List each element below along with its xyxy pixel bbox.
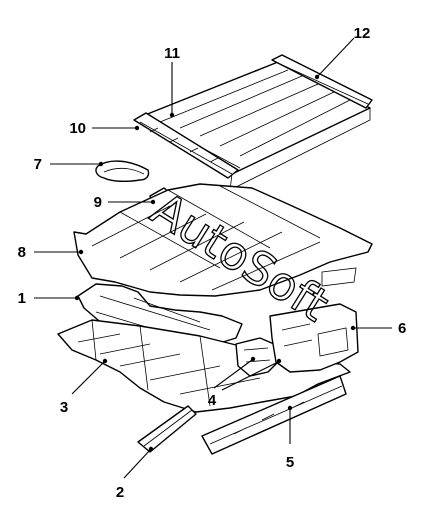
- left-sill-rail: [137, 405, 197, 453]
- callout-label: 10: [69, 120, 86, 137]
- callout-label: 3: [60, 399, 68, 416]
- callout-label: 6: [398, 320, 406, 337]
- callout-label: 12: [354, 25, 371, 42]
- callout-3: 3: [60, 358, 108, 416]
- rear-side-panel: [269, 303, 359, 373]
- callout-label: 2: [116, 484, 124, 501]
- callout-label: 7: [34, 156, 42, 173]
- callout-label: 5: [286, 454, 294, 471]
- callout-5: 5: [286, 405, 294, 471]
- front-roof-bow: [133, 112, 239, 179]
- callout-4: 4: [208, 356, 282, 409]
- callout-8: 8: [18, 244, 84, 261]
- callout-6: 6: [350, 320, 406, 337]
- callout-label: 9: [94, 194, 102, 211]
- callout-7: 7: [34, 156, 104, 173]
- callout-2: 2: [116, 446, 154, 501]
- callout-11: 11: [164, 45, 180, 118]
- small-bracket: [95, 160, 150, 183]
- callout-10: 10: [69, 120, 140, 137]
- callout-label: 8: [18, 244, 26, 261]
- rear-roof-bow: [271, 54, 373, 109]
- side-sill-panel: [201, 375, 347, 455]
- callout-label: 1: [18, 290, 26, 307]
- callout-1: 1: [18, 290, 80, 307]
- callout-label: 11: [164, 45, 180, 62]
- callout-9: 9: [94, 194, 156, 211]
- main-floor-panel: [73, 183, 373, 297]
- callout-label: 4: [208, 392, 217, 409]
- callout-12: 12: [314, 25, 371, 80]
